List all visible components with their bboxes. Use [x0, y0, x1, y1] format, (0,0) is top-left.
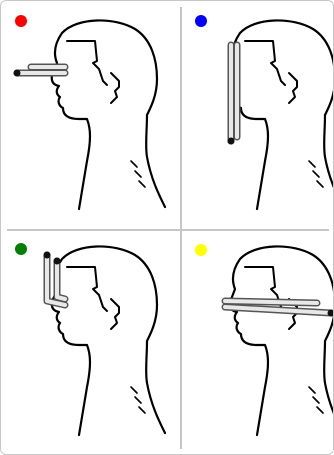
ear-outline: [111, 73, 119, 103]
ear-outline: [289, 73, 297, 103]
color-dot: [195, 244, 207, 256]
rod-body: [57, 261, 65, 299]
neck-detail: [131, 387, 145, 413]
panel-top-right: [185, 7, 334, 221]
head-outline: [230, 246, 334, 435]
ear-outline: [111, 299, 119, 329]
head-outline: [230, 20, 334, 209]
neck-detail: [309, 387, 323, 413]
rod-end-cap: [44, 252, 51, 259]
color-dot: [15, 15, 27, 27]
color-dot: [15, 243, 27, 255]
vertical-divider: [180, 7, 182, 449]
head-profile-icon: [185, 7, 334, 221]
rod-end-cap: [228, 138, 235, 145]
neck-detail: [131, 161, 145, 187]
rod-body: [225, 301, 317, 303]
head-profile-icon: [185, 233, 334, 447]
hairline-outline: [245, 41, 285, 85]
neck-detail: [309, 161, 323, 187]
horizontal-divider: [7, 229, 329, 231]
color-dot: [195, 15, 207, 27]
head-profile-icon: [7, 233, 175, 447]
head-profile-icon: [7, 7, 175, 221]
panel-top-left: [7, 7, 175, 221]
hairline-outline: [67, 267, 107, 311]
head-outline: [52, 246, 165, 435]
panel-bottom-right: [185, 233, 334, 447]
head-outline: [52, 20, 165, 209]
panel-bottom-left: [7, 233, 175, 447]
hairline-outline: [67, 41, 107, 85]
rod-end-cap: [54, 258, 61, 265]
rod-end-cap: [14, 70, 21, 77]
